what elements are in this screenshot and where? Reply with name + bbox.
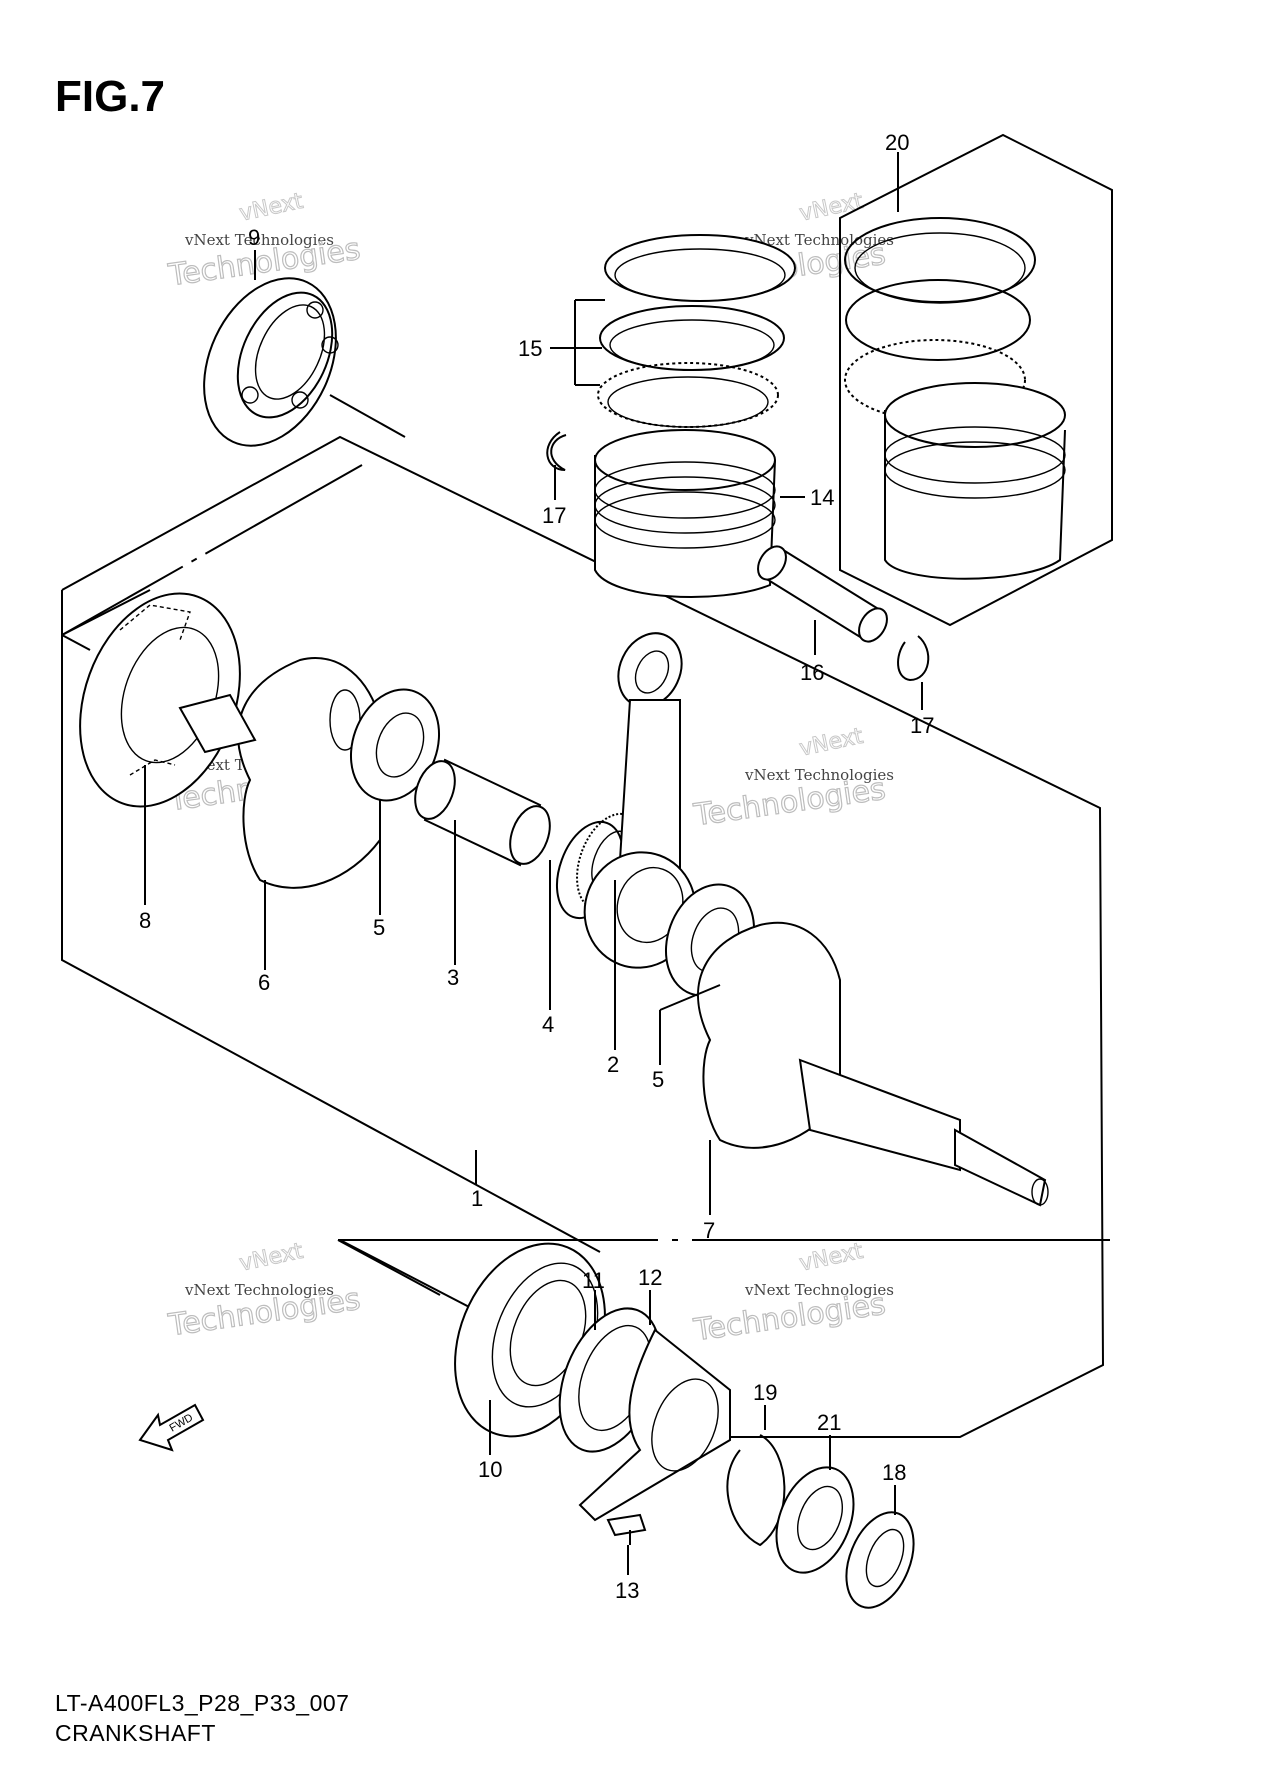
watermark-company: vNext Technologies: [744, 1281, 894, 1299]
callout-18: 18: [882, 1460, 906, 1485]
figure-name: CRANKSHAFT: [55, 1720, 216, 1746]
watermark-company: vNext Technologies: [744, 766, 894, 784]
watermark-company: vNext Technologies: [184, 231, 334, 249]
crankshaft-assembly-outline: [61, 435, 1105, 1438]
screw-13: [606, 1513, 647, 1545]
piston-14: [594, 429, 776, 598]
connecting-rod-2: [583, 632, 697, 969]
callout-9: 9: [248, 225, 260, 250]
callout-5-left: 5: [373, 915, 385, 940]
watermark-1: vNext vNext Technologies Technologies: [165, 188, 363, 294]
watermark-company: vNext Technologies: [744, 231, 894, 249]
callouts: 9 20 15 17 14 16 17 8 6 5 3 4 2 5 7 1 10…: [139, 130, 934, 1603]
assembly-bracket-line: [61, 634, 91, 651]
piston-pin-16: [757, 545, 888, 643]
assembly-bracket-line: [61, 464, 363, 636]
callout-5-right: 5: [652, 1067, 664, 1092]
callout-4: 4: [542, 1012, 554, 1037]
piston-pin-clip-17b: [897, 635, 930, 682]
watermark-5: vNext vNext Technologies Technologies: [165, 1238, 363, 1344]
watermark-small: vNext: [797, 724, 865, 762]
watermark-4: vNext vNext Technologies Technologies: [690, 723, 894, 834]
watermark-small: vNext: [797, 1239, 865, 1277]
callout-17: 17: [542, 503, 566, 528]
gear-8: [79, 592, 241, 808]
callout-13: 13: [615, 1578, 639, 1603]
crank-web-6: [178, 657, 381, 889]
callout-3: 3: [447, 965, 459, 990]
thrust-washer-5a: [349, 688, 441, 802]
callout-15: 15: [518, 336, 542, 361]
watermark-6: vNext vNext Technologies Technologies: [690, 1238, 894, 1349]
callout-21: 21: [817, 1410, 841, 1435]
callout-7: 7: [703, 1218, 715, 1243]
callout-10: 10: [478, 1457, 502, 1482]
watermark-small: vNext: [797, 189, 865, 227]
callout-20: 20: [885, 130, 909, 155]
figure-title: FIG.7: [55, 72, 166, 121]
crank-web-7: [697, 921, 1049, 1207]
callout-12: 12: [638, 1265, 662, 1290]
assembly-bracket-line: [329, 394, 406, 438]
callout-8: 8: [139, 908, 151, 933]
bearing-9: [203, 277, 339, 447]
callout-19: 19: [753, 1380, 777, 1405]
watermark-small: vNext: [237, 189, 305, 227]
leader-lines: [144, 152, 923, 1575]
callout-2: 2: [607, 1052, 619, 1077]
callout-16: 16: [800, 660, 824, 685]
callout-14: 14: [810, 485, 834, 510]
piston-set-20: [844, 217, 1066, 580]
bearing-21: [775, 1466, 855, 1574]
fwd-arrow: FWD: [138, 1403, 205, 1452]
circlip-19: [726, 1434, 786, 1547]
figure-code: LT-A400FL3_P28_P33_007: [55, 1690, 350, 1716]
watermark-company: vNext Technologies: [184, 1281, 334, 1299]
crank-pin-3: [414, 758, 551, 867]
callout-6: 6: [258, 970, 270, 995]
piston-rings-15: [597, 234, 796, 428]
retainer-plate-12: [578, 1328, 731, 1522]
callout-17-right: 17: [910, 713, 934, 738]
watermark-small: vNext: [237, 1239, 305, 1277]
callout-11: 11: [582, 1268, 605, 1293]
piston-assembly-outline: [839, 133, 1113, 627]
callout-1: 1: [471, 1186, 483, 1211]
seal-18: [845, 1511, 915, 1609]
assembly-bracket-line: [337, 1239, 441, 1296]
piston-pin-clip-17: [546, 431, 567, 471]
